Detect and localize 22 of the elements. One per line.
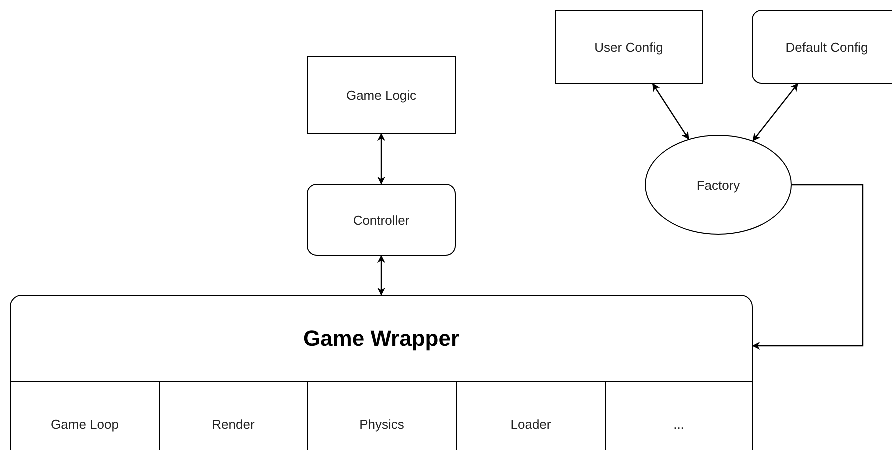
node-label: ...	[674, 416, 684, 432]
container-box	[10, 295, 753, 450]
process-box	[307, 56, 456, 134]
node-label: Loader	[510, 416, 552, 432]
process-box	[752, 10, 892, 84]
connector-arrow	[378, 255, 386, 296]
process-ellipse	[645, 135, 792, 235]
node-label: Factory	[696, 178, 740, 192]
node-label: User Config	[594, 40, 664, 54]
node-label: Physics	[360, 416, 404, 432]
connector-arrow	[752, 184, 864, 350]
connector-arrow	[378, 133, 386, 185]
node-label: Game Logic	[346, 88, 417, 102]
node-label: Default Config	[786, 40, 868, 54]
node-label: Controller	[353, 212, 410, 228]
process-box	[307, 184, 456, 256]
node-label: Game Loop	[51, 416, 119, 432]
container-title: Game Wrapper	[303, 326, 460, 352]
node-label: Render	[212, 416, 255, 432]
connector-arrow	[752, 83, 798, 142]
connector-arrow	[652, 83, 690, 140]
process-box	[555, 10, 703, 84]
